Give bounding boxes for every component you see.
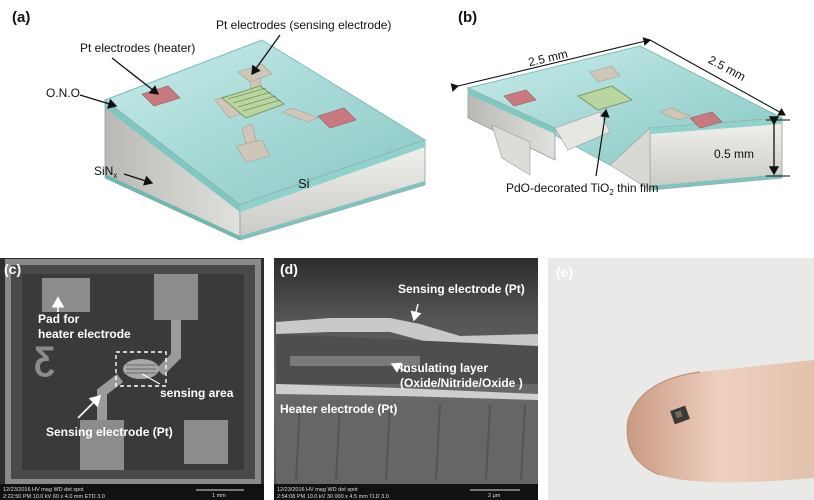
- right-electrode-trace: [281, 107, 319, 123]
- panel-c: Ƹ (c) Pad for heater electrode sensing a…: [0, 258, 264, 500]
- sensing-grid: [227, 87, 281, 112]
- sinx-layer-front: [240, 181, 425, 240]
- heater-electrode-label: Pt electrodes (heater): [80, 41, 195, 55]
- heater-pad-right: [317, 107, 357, 129]
- photo-e-chip-detail: [674, 410, 683, 419]
- chip-b-left-leg: [491, 124, 531, 176]
- chip-b-film-edge: [468, 88, 555, 134]
- sem-c-electrode-arrow: [77, 394, 102, 419]
- sem-c-heater-hook: Ƹ: [34, 340, 55, 378]
- panel-e-label: (e): [556, 264, 573, 280]
- chip-b-sinx: [650, 174, 782, 190]
- panel-d: (d) Sensing electrode (Pt) Insulating la…: [274, 258, 538, 500]
- dim-right-line: [649, 39, 786, 116]
- sem-d-texture: [295, 404, 526, 481]
- sem-d-insulating-arrow: [390, 362, 409, 373]
- film-edge-front: [240, 140, 425, 212]
- panel-e: (e): [548, 258, 814, 500]
- dim-thickness-text: 0.5 mm: [714, 147, 754, 161]
- sem-d-insulating-label-2: (Oxide/Nitride/Oxide ): [400, 376, 523, 390]
- sem-c-pad-top-left: [42, 278, 90, 312]
- sem-d-databar: [274, 484, 538, 500]
- sem-d-heater-layer: [276, 384, 538, 400]
- heater-arrow: [111, 57, 160, 95]
- sem-c-databar-row2: 2:22:50 PM 10.0 kV 60 x 4.0 mm ETD 3.0: [3, 494, 105, 500]
- panel-a-label: (a): [12, 9, 30, 26]
- sem-c-sensing-box: [115, 351, 167, 387]
- sensing-electrode-label: Pt electrodes (sensing electrode): [216, 18, 391, 32]
- chip-b-film-edge-right: [650, 118, 782, 134]
- sem-c-databar-row1: 12/23/2016 HV mag WD det spot: [3, 487, 84, 493]
- sensing-arrow: [251, 34, 281, 76]
- sem-c-pad-top-right: [154, 274, 198, 320]
- dim-right-text: 2.5 mm: [706, 53, 748, 84]
- sem-c-electrode-label: Sensing electrode (Pt): [46, 425, 173, 439]
- chip-b-cavity: [554, 111, 611, 151]
- sem-d-insulating-label-1: Insulating layer: [400, 361, 488, 375]
- sinx-arrow: [123, 173, 154, 186]
- sem-c-pad-label-1: Pad for: [38, 312, 80, 326]
- chip-b-heater-pad-left: [503, 89, 537, 107]
- film-label: PdO-decorated TiO2 thin film: [506, 181, 659, 197]
- sem-c-pad-bottom-left: [80, 420, 124, 470]
- bottom-electrode-pad: [235, 139, 271, 163]
- panel-b: (b) 2.5 mm 2.5 mm 0.5 mm PdO-decorated T…: [450, 9, 790, 197]
- left-electrode-trace: [214, 95, 241, 119]
- panel-b-label: (b): [458, 9, 477, 26]
- ono-label: O.N.O: [46, 86, 80, 100]
- sem-c-trace-bottom: [97, 374, 124, 420]
- heater-pad-left: [141, 85, 181, 107]
- sem-d-heater-label: Heater electrode (Pt): [280, 402, 397, 416]
- chip-b-trace: [659, 107, 691, 121]
- chip-b-heater-pad-right: [689, 111, 723, 129]
- dim-top-line: [450, 37, 652, 92]
- sem-d-sensing-arrow: [410, 303, 422, 322]
- sem-d-databar-row1: 12/23/2016 HV mag WD det spot: [277, 487, 358, 493]
- sem-d-top-layer: [276, 318, 538, 350]
- photo-e-finger-edge: [626, 371, 701, 476]
- sem-d-scale-text: 2 μm: [488, 493, 501, 499]
- sem-d-sensing-label: Sensing electrode (Pt): [398, 282, 525, 296]
- panel-a: (a): [12, 9, 427, 241]
- sem-c-area-leader: [141, 373, 161, 385]
- sem-c-databar: [0, 484, 264, 500]
- film-edge-left: [105, 100, 240, 212]
- chip-b-left-block-side: [467, 87, 556, 161]
- photo-e-finger: [627, 360, 814, 483]
- sinx-label: SiNx: [94, 164, 117, 180]
- sensing-film: [221, 85, 285, 119]
- sem-c-pad-bottom-right: [184, 420, 228, 464]
- sem-c-scale-text: 1 mm: [212, 493, 226, 499]
- sinx-layer-left: [105, 174, 240, 240]
- sem-c-pad-label-2: heater electrode: [38, 327, 131, 341]
- sem-d-mid-band: [290, 356, 420, 366]
- sem-d-substrate: [276, 400, 538, 484]
- sem-d-databar-row2: 2:54:08 PM 10.0 kV 30 000 x 4.5 mm TLD 3…: [277, 494, 389, 500]
- chip-b-right-block-side: [609, 127, 651, 191]
- panel-d-label: (d): [280, 261, 298, 277]
- sem-c-area-label: sensing area: [160, 386, 234, 400]
- ono-arrow: [79, 94, 118, 109]
- si-label: Si: [298, 176, 310, 191]
- sem-c-sensing-grid: [126, 364, 156, 374]
- film-arrow: [595, 108, 610, 177]
- panel-c-label: (c): [4, 261, 21, 277]
